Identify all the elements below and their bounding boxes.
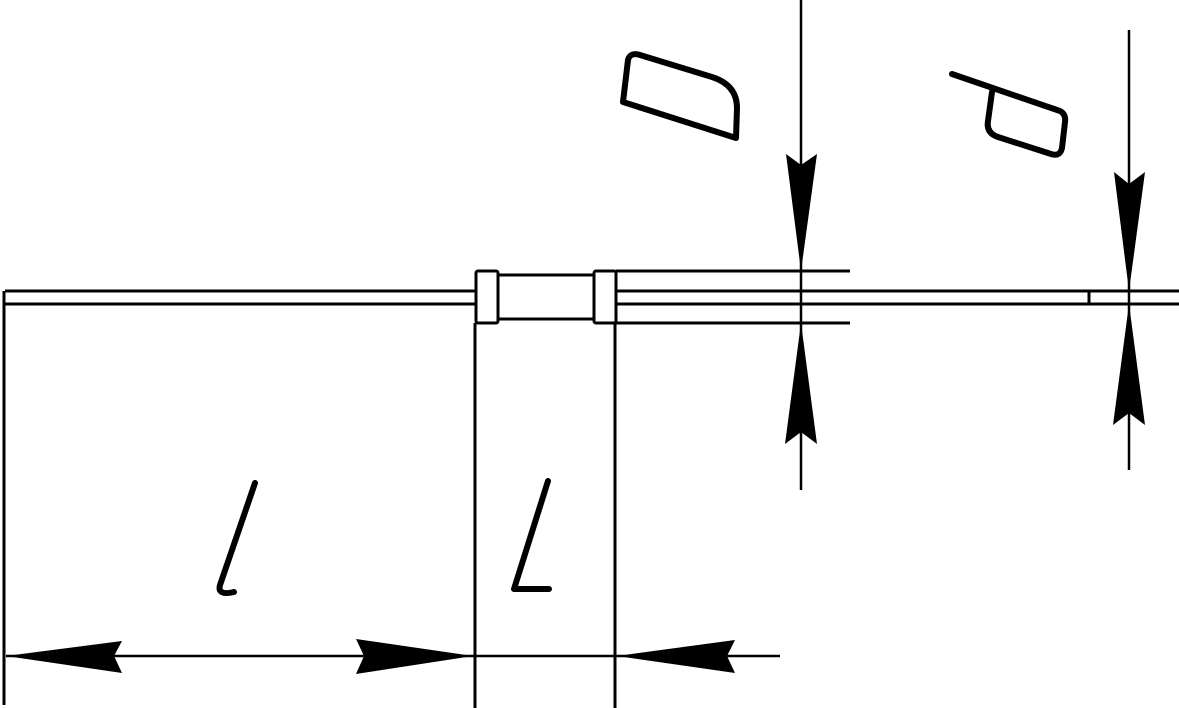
label-d-text: d	[1010, 119, 1011, 121]
label-l-text: l	[230, 539, 231, 541]
label-l: l	[216, 480, 258, 597]
sleeve-connector	[474, 269, 618, 325]
diameter-d-dimension	[1113, 30, 1145, 470]
label-d: d	[949, 71, 1069, 158]
label-D: D	[620, 51, 740, 141]
arrow-D-bottom	[785, 323, 817, 444]
left-wire	[5, 289, 476, 306]
label-D-text: D	[680, 99, 681, 101]
arrow-d-top	[1114, 172, 1145, 291]
diameter-D-dimension	[785, 0, 817, 490]
arrow-L-right	[617, 640, 735, 673]
sleeve-length-extension-lines	[473, 323, 617, 708]
length-dimension-line	[6, 639, 780, 674]
arrow-l-left	[6, 641, 122, 673]
arrow-D-top	[786, 154, 817, 271]
right-wire	[616, 289, 1179, 306]
arrow-l-right	[356, 639, 473, 674]
sleeve-diameter-extension-lines	[616, 269, 850, 325]
label-L: L	[511, 478, 552, 592]
arrow-d-bottom	[1113, 304, 1145, 425]
